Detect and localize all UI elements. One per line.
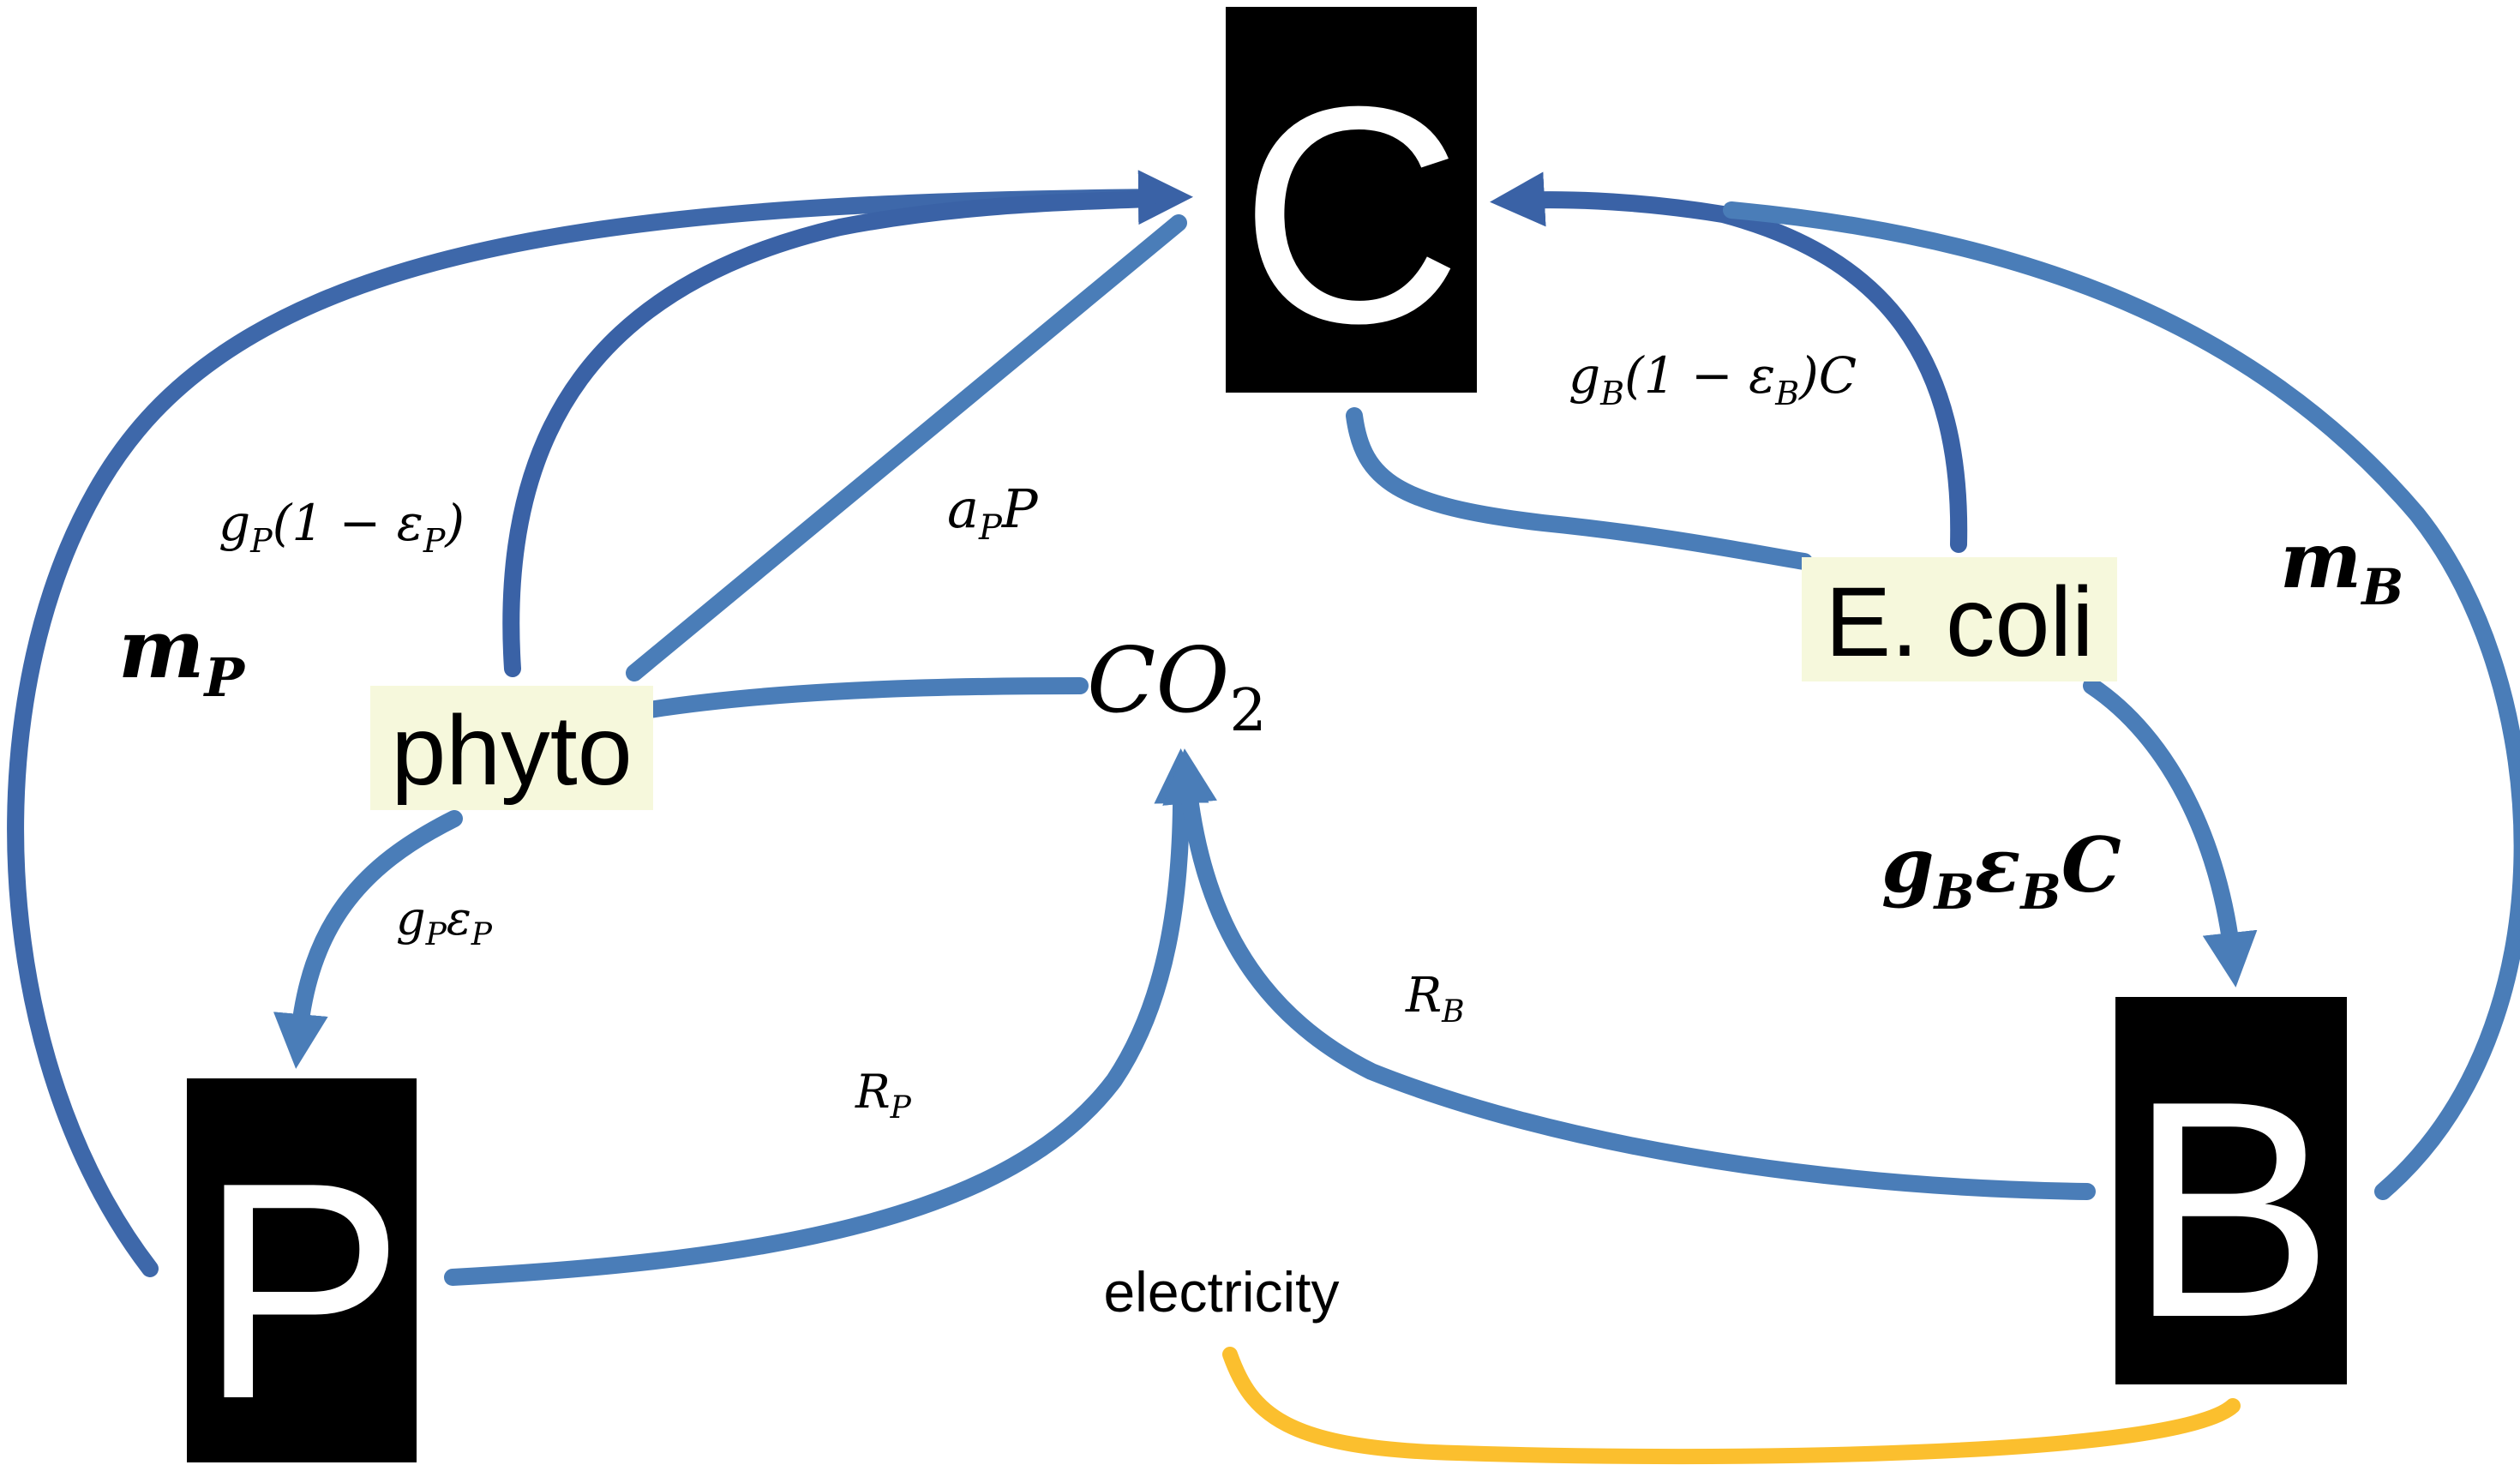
label-ecoli-to-B: gBεBC — [1881, 820, 2121, 921]
pool-co2-base: CO — [1087, 628, 1229, 733]
label-respiration-P: RP — [855, 1065, 912, 1126]
node-B: B — [2115, 997, 2347, 1384]
organism-ecoli: E. coli — [1802, 557, 2117, 681]
node-C: C — [1226, 7, 1477, 393]
flow-phyto-uptake — [626, 214, 1187, 681]
pool-co2-sub: 2 — [1229, 677, 1266, 745]
label-electricity: electricity — [1103, 1260, 1339, 1324]
flow-electricity — [1222, 1347, 2241, 1465]
flow-respiration-B — [1162, 748, 2096, 1200]
flow-phyto-to-P — [273, 810, 463, 1069]
label-mortality-B: mB — [2280, 515, 2403, 616]
flow-phyto-grazing-respired — [502, 190, 1157, 677]
flow-ecoli-grazing-respired — [1490, 171, 1968, 553]
flow-respiration-P — [444, 748, 1209, 1286]
label-mortality-phyto: mP — [118, 602, 247, 709]
label-respiration-B: RB — [1405, 968, 1465, 1030]
organism-phyto: phyto — [370, 686, 653, 810]
node-B-label: B — [2128, 1037, 2334, 1382]
organism-ecoli-label: E. coli — [1825, 567, 2093, 677]
label-ecoli-grazing-respired: gB(1 − εB)C — [1569, 346, 1857, 412]
pool-co2: CO2 — [1087, 628, 1267, 745]
node-P: P — [187, 1078, 417, 1463]
node-C-label: C — [1239, 43, 1462, 387]
flow-mortality-B — [1723, 201, 2520, 1200]
organism-phyto-label: phyto — [391, 696, 632, 806]
flow-ecoli-to-B — [2083, 677, 2258, 988]
label-phyto-grazing-respired: gP(1 − εP) — [219, 494, 465, 560]
flow-mortality-phyto — [7, 170, 1193, 1277]
node-P-label: P — [199, 1119, 405, 1463]
flow-C-to-ecoli — [1346, 407, 1813, 570]
label-phyto-uptake: aPP — [947, 477, 1039, 548]
label-phyto-to-P: gPεP — [396, 892, 493, 952]
flow-co2-to-phyto — [630, 677, 1089, 720]
